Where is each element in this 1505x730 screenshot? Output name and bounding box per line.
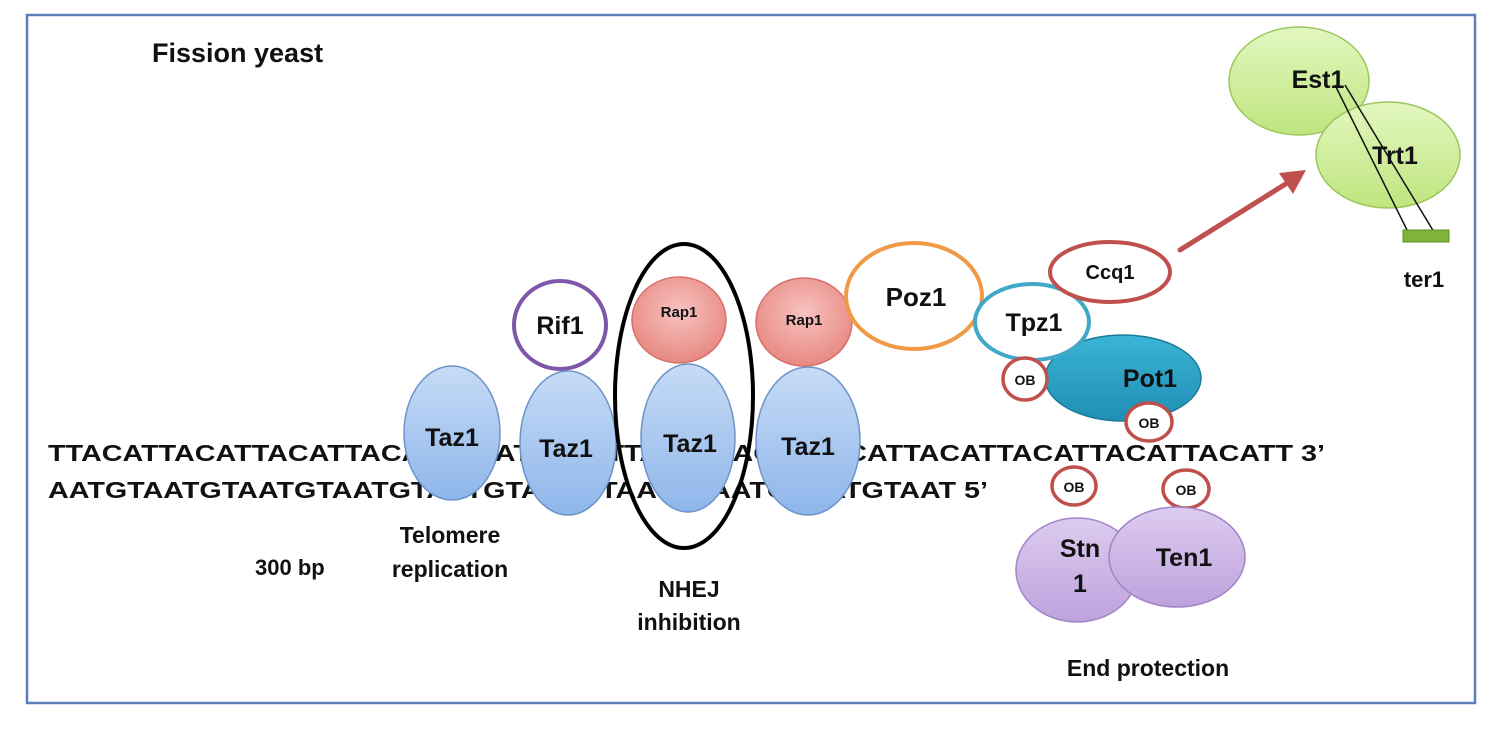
pot1-label: Pot1 [1123, 365, 1177, 393]
ob-label: OB [1139, 415, 1160, 431]
ob-domain-pot1: OB [1124, 401, 1174, 443]
recruitment-arrow [1177, 170, 1306, 253]
taz1-protein-3: Taz1 [640, 363, 736, 513]
dna-length-label: 300 bp [255, 555, 325, 580]
stn1-label-line2: 1 [1073, 570, 1087, 598]
tpz1-protein: Tpz1 [973, 282, 1091, 362]
pot1-protein: Pot1 [1044, 334, 1202, 422]
poz1-protein: Poz1 [844, 241, 984, 351]
rif1-label: Rif1 [536, 312, 583, 340]
figure-title: Fission yeast [152, 38, 323, 68]
ob-domain-stn1: OB [1050, 465, 1098, 507]
tpz1-label: Tpz1 [1006, 309, 1063, 337]
ob-label: OB [1064, 479, 1085, 495]
est1-label: Est1 [1292, 66, 1345, 94]
taz1-protein-4: Taz1 [755, 366, 861, 516]
poz1-label: Poz1 [886, 282, 947, 312]
taz1-label: Taz1 [539, 435, 593, 463]
stn1-label-line1: Stn [1060, 535, 1100, 563]
stn1-protein: Stn 1 [1015, 517, 1139, 623]
taz1-protein-1: Taz1 [403, 365, 501, 501]
taz1-label: Taz1 [781, 433, 835, 461]
rap1-label: Rap1 [661, 304, 698, 321]
est1-protein: Est1 [1228, 26, 1370, 136]
telomere-replication-label-line2: replication [392, 556, 508, 582]
rif1-protein: Rif1 [512, 279, 608, 371]
ter1-rna [1402, 229, 1450, 243]
rap1-label: Rap1 [786, 312, 823, 329]
ter1-rna-lines [1334, 84, 1435, 233]
taz1-label: Taz1 [425, 424, 479, 452]
ten1-label: Ten1 [1156, 544, 1213, 572]
telomere-replication-label-line1: Telomere [400, 522, 501, 548]
taz1-label: Taz1 [663, 430, 717, 458]
nhej-inhibition-label-line2: inhibition [637, 609, 740, 635]
ob-label: OB [1015, 372, 1036, 388]
rap1-protein-2: Rap1 [755, 277, 853, 367]
ter1-label: ter1 [1404, 267, 1444, 292]
ob-domain-tpz1: OB [1001, 356, 1049, 402]
taz1-protein-2: Taz1 [519, 370, 617, 516]
ob-domain-ten1: OB [1161, 468, 1211, 510]
rap1-protein-1: Rap1 [631, 276, 727, 364]
ccq1-protein: Ccq1 [1048, 240, 1172, 304]
trt1-label: Trt1 [1372, 142, 1418, 170]
ob-label: OB [1176, 482, 1197, 498]
nhej-highlight-ring [613, 242, 755, 550]
end-protection-label: End protection [1067, 655, 1229, 681]
nhej-inhibition-label-line1: NHEJ [658, 576, 719, 602]
ccq1-label: Ccq1 [1086, 262, 1135, 284]
ten1-protein: Ten1 [1108, 506, 1246, 608]
